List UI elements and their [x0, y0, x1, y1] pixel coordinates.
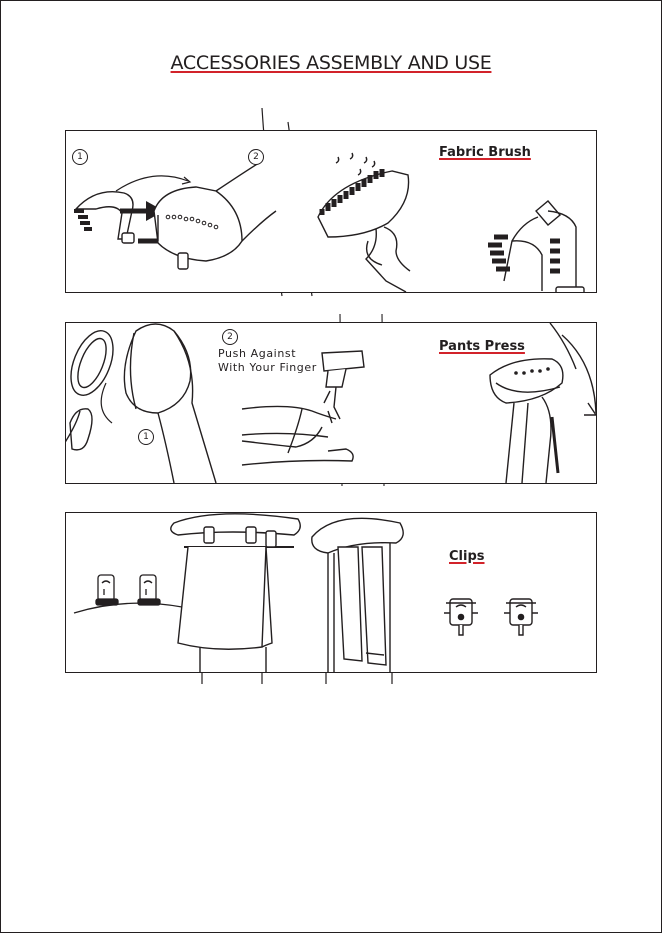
- step-1-marker: 1: [72, 149, 88, 165]
- page-title: ACCESSORIES ASSEMBLY AND USE: [0, 52, 662, 74]
- brush-on-garment: [318, 153, 410, 292]
- clip-icon: [74, 575, 182, 613]
- garment-icon: [338, 547, 386, 665]
- pants-press-instruction: Push Against With Your Finger: [218, 347, 317, 375]
- pants-press-panel: 1 2 Push Against With Your Finger Pants …: [65, 322, 597, 484]
- steamer-head-icon: [124, 324, 216, 483]
- clips-panel: Clips: [65, 512, 597, 673]
- clips-illustration: [66, 513, 596, 672]
- clip-icon: [504, 599, 538, 635]
- pants-press-label: Pants Press: [438, 339, 526, 354]
- fabric-brush-label: Fabric Brush: [438, 145, 532, 160]
- instruction-line-2: With Your Finger: [218, 361, 317, 375]
- fabric-brush-icon: [74, 192, 134, 243]
- instruction-line-1: Push Against: [218, 347, 317, 361]
- pants-press-icon: [66, 325, 121, 453]
- hanger-icon: [171, 514, 300, 547]
- step-2-marker: 2: [248, 149, 264, 165]
- step-1-marker: 1: [138, 429, 154, 445]
- garment-icon: [178, 547, 272, 672]
- fabric-brush-icon: [488, 201, 584, 292]
- clips-label: Clips: [448, 549, 486, 564]
- clip-icon: [444, 599, 478, 635]
- fabric-brush-panel: 1 2 Fabric Brush: [65, 130, 597, 293]
- step-2-marker: 2: [222, 329, 238, 345]
